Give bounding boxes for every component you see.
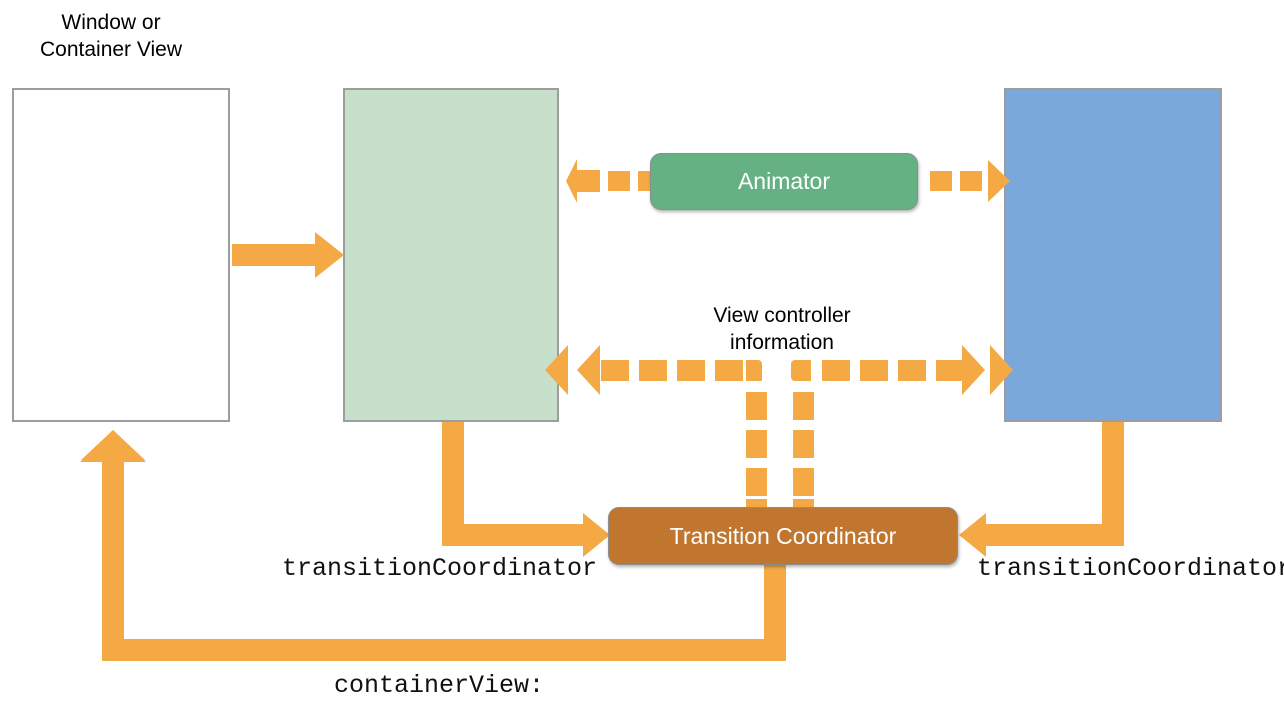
transition-coordinator-right-label: transitionCoordinator (977, 554, 1284, 583)
transition-coordinator-left-label: transitionCoordinator (282, 554, 598, 583)
arrow-fromview-to-coordinator (442, 422, 610, 557)
arrow-animator-to-fromview (566, 159, 660, 203)
to-view-box (1004, 88, 1222, 422)
window-container-view-caption: Window or Container View (39, 11, 183, 61)
dashes-info-left (601, 360, 762, 381)
view-controller-information-label: View controller information (713, 304, 851, 354)
arrow-container-to-fromview (232, 232, 344, 278)
transition-coordinator-label: Transition Coordinator (669, 522, 897, 549)
arrow-info-right-double (962, 345, 1013, 395)
dashes-branch-left (746, 392, 767, 511)
animator-label: Animator (737, 168, 831, 194)
container-view-box (12, 88, 230, 422)
arrow-info-left-double (545, 345, 600, 395)
animator-node[interactable]: Animator (650, 153, 918, 210)
from-view-box (343, 88, 559, 422)
container-view-label: containerView: (334, 671, 545, 700)
dashes-info-right (791, 360, 964, 381)
transition-coordinator-node[interactable]: Transition Coordinator (608, 507, 958, 565)
arrow-animator-to-toview (930, 160, 1010, 202)
arrow-toview-to-coordinator (959, 422, 1124, 557)
dashes-branch-right (793, 392, 814, 511)
arrow-coordinator-to-containerview (80, 430, 786, 661)
